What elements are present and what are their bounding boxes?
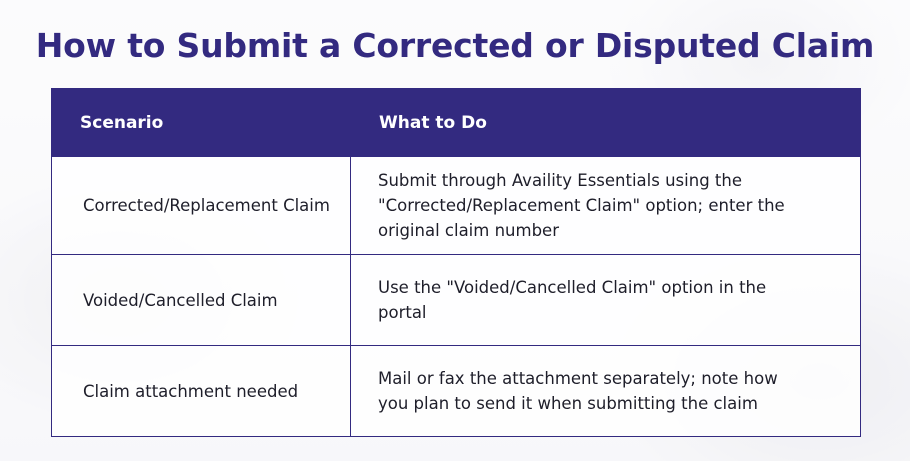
action-cell: Mail or fax the attachment separately; n… [350, 345, 861, 437]
scenario-cell: Corrected/Replacement Claim [51, 156, 351, 255]
table-row: Corrected/Replacement Claim Submit throu… [51, 156, 861, 255]
action-cell: Submit through Availity Essentials using… [350, 156, 861, 255]
scenario-cell: Voided/Cancelled Claim [51, 254, 351, 346]
table-row: Claim attachment needed Mail or fax the … [51, 345, 861, 437]
action-cell: Use the "Voided/Cancelled Claim" option … [350, 254, 861, 346]
scenario-cell: Claim attachment needed [51, 345, 351, 437]
table-header-row: Scenario What to Do [51, 88, 861, 157]
table-row: Voided/Cancelled Claim Use the "Voided/C… [51, 254, 861, 346]
page-title: How to Submit a Corrected or Disputed Cl… [35, 26, 875, 65]
header-scenario: Scenario [51, 88, 351, 157]
header-what-to-do: What to Do [350, 88, 861, 157]
claims-table: Scenario What to Do Corrected/Replacemen… [51, 88, 861, 437]
